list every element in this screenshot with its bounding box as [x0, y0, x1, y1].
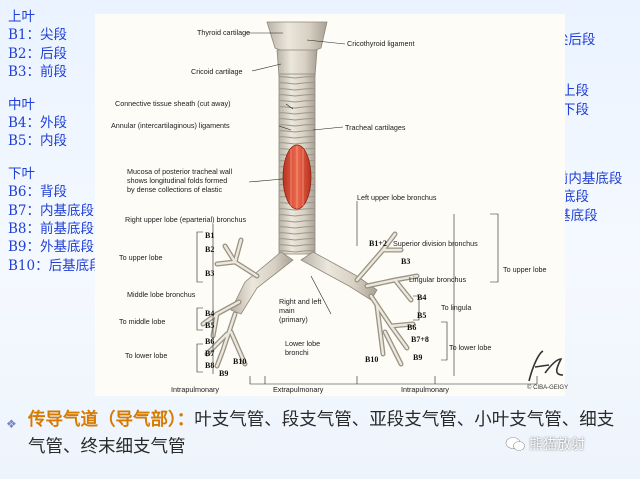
list-item: B3：前段 [8, 64, 68, 81]
label-right-upper-lobe-bronchus: Right upper lobe (eparterial) bronchus [125, 215, 246, 224]
wechat-icon [505, 437, 525, 451]
list-item: B2：后段 [8, 45, 68, 62]
left-lung-branches [354, 231, 420, 367]
list-item: B7：内基底段 [8, 202, 95, 219]
label-mucosa-line1: Mucosa of posterior tracheal wall [127, 167, 232, 176]
label-superior-division-bronchus: Superior division bronchus [393, 239, 478, 248]
label-to-upper-lobe-left: To upper lobe [503, 265, 547, 274]
left-lower-title: 下叶 [8, 165, 35, 182]
caption: ❖ 传导气道（导气部）：叶支气管、段支气管、亚段支气管、小叶支气管、细支气管、终… [6, 407, 628, 461]
caption-text: 叶支气管、段支气管、亚段支气管、小叶支气管、细支气管、终末细支气管 [28, 410, 615, 457]
segment-label: B1 [205, 231, 214, 240]
segment-label: B3 [401, 257, 410, 266]
netter-signature: © CIBA-GEIGY [527, 350, 568, 391]
label-thyroid-cartilage: Thyroid cartilage [197, 28, 250, 37]
segment-label: B8 [205, 361, 214, 370]
list-item: B4：外段 [8, 115, 68, 132]
label-extrapulmonary: Extrapulmonary [273, 385, 324, 394]
segment-label: B9 [219, 369, 228, 378]
label-connective-tissue-sheath: Connective tissue sheath (cut away) [115, 99, 230, 108]
segment-label: B5 [205, 321, 214, 330]
segment-label: B3 [205, 269, 214, 278]
right-main-bronchus [230, 251, 294, 315]
segment-label: B9 [413, 353, 422, 362]
label-to-upper-lobe-right: To upper lobe [119, 253, 163, 262]
segment-label: B7+8 [411, 335, 429, 344]
label-lower-lobe-line2: bronchi [285, 348, 309, 357]
label-mucosa-line3: by dense collections of elastic [127, 185, 222, 194]
label-mucosa-line2: shows longitudinal folds formed [127, 176, 227, 185]
label-main-line3: (primary) [279, 315, 308, 324]
segment-label: B6 [205, 337, 214, 346]
left-middle-title: 中叶 [8, 96, 35, 113]
label-to-middle-lobe: To middle lobe [119, 317, 165, 326]
left-lung-brackets [413, 213, 499, 361]
label-annular-ligaments: Annular (intercartilaginous) ligaments [111, 121, 230, 130]
list-item: B9：外基底段 [8, 239, 95, 256]
segment-label: B10 [233, 357, 246, 366]
segment-label: B2 [205, 245, 214, 254]
label-main-line2: main [279, 306, 295, 315]
label-middle-lobe-bronchus: Middle lobe bronchus [127, 290, 196, 299]
label-lower-lobe-line1: Lower lobe [285, 339, 320, 348]
cricoid-cartilage-shape [276, 49, 318, 77]
label-lingular-bronchus: Lingular bronchus [409, 275, 467, 284]
segment-label: B4 [205, 309, 214, 318]
label-main-line1: Right and left [279, 297, 321, 306]
label-to-lingula: To lingula [441, 303, 471, 312]
watermark-text: 熊猫放射 [529, 437, 585, 453]
label-tracheal-cartilages: Tracheal cartilages [345, 123, 406, 132]
segment-label: B4 [417, 293, 426, 302]
segment-label: B10 [365, 355, 378, 364]
list-item: B5：内段 [8, 133, 68, 150]
bronchial-tree-figure: Thyroid cartilage Cricothyroid ligament … [95, 14, 565, 396]
diamond-bullet-icon: ❖ [6, 417, 17, 431]
label-left-upper-lobe-bronchus: Left upper lobe bronchus [357, 193, 437, 202]
thyroid-cartilage-shape [266, 21, 328, 54]
label-to-lower-lobe-left: To lower lobe [449, 343, 491, 352]
segment-label: B1+2 [369, 239, 387, 248]
left-segment-list: 上叶 B1：尖段 B2：后段 B3：前段 中叶 B4：外段 B5：内段 下叶 B… [8, 8, 103, 275]
list-item: B1：尖段 [8, 27, 68, 44]
label-intrapulmonary-right: Intrapulmonary [171, 385, 219, 394]
segment-label: B5 [417, 311, 426, 320]
left-main-bronchus [300, 251, 378, 301]
right-lung-brackets [196, 231, 538, 385]
watermark: 熊猫放射 [505, 433, 585, 455]
segment-label: B6 [407, 323, 416, 332]
left-upper-title: 上叶 [8, 9, 35, 25]
label-to-lower-lobe-right: To lower lobe [125, 351, 167, 360]
label-cricothyroid-ligament: Cricothyroid ligament [347, 39, 415, 48]
list-item: B8：前基底段 [8, 221, 95, 238]
right-lung-branches [200, 237, 260, 369]
label-cricoid-cartilage: Cricoid cartilage [191, 67, 243, 76]
caption-emphasis: 传导气道（导气部）： [28, 410, 195, 430]
list-item: B6：背段 [8, 184, 68, 201]
segment-label: B7 [205, 349, 214, 358]
bronchial-tree-illustration: Thyroid cartilage Cricothyroid ligament … [111, 21, 547, 394]
list-item: B10：后基底段 [8, 257, 103, 274]
publisher-mark: © CIBA-GEIGY [527, 384, 568, 391]
label-intrapulmonary-left: Intrapulmonary [401, 385, 449, 394]
